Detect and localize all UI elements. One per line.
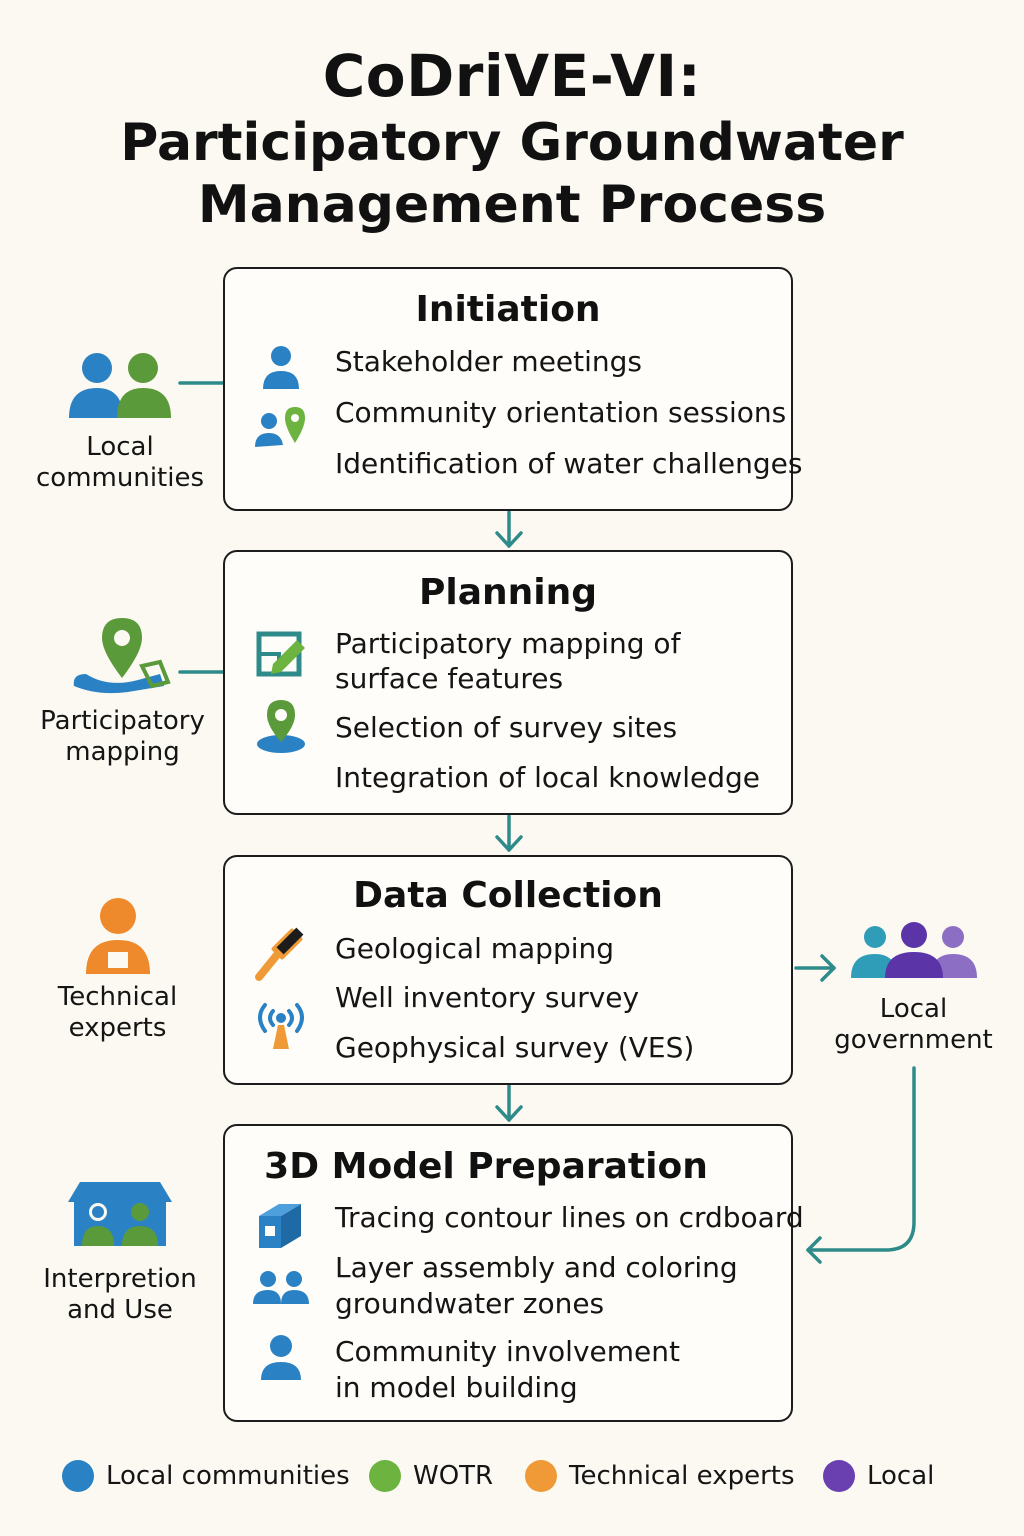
person-icon	[261, 1335, 301, 1380]
legend-item: WOTR	[369, 1460, 493, 1492]
cube-model-icon	[259, 1204, 301, 1248]
stage-item: Community involvement	[335, 1335, 680, 1368]
stage-title: 3D Model Preparation	[264, 1146, 708, 1187]
actor-label: government	[834, 1025, 993, 1055]
house-people-icon	[68, 1182, 172, 1246]
legend-item: Technical experts	[525, 1460, 795, 1492]
stage-item: Layer assembly and coloring	[335, 1251, 738, 1284]
stage-planning: Planning Participatory mapping of surfac…	[223, 550, 793, 815]
actor-label: Participatory	[40, 706, 205, 736]
title-line-2-3: Participatory Groundwater Management Pro…	[0, 112, 1024, 236]
title-line-3: Management Process	[197, 175, 827, 235]
stage-item: Geophysical survey (VES)	[335, 1031, 695, 1064]
stage-item: Tracing contour lines on crdboard	[335, 1201, 804, 1234]
stage-item: Selection of survey sites	[335, 711, 678, 744]
legend: Local communities WOTR Technical experts…	[0, 1460, 1024, 1500]
legend-dot	[62, 1460, 94, 1492]
legend-label: Local communities	[106, 1461, 350, 1491]
signal-antenna-icon	[258, 1003, 304, 1049]
stage-item: Well inventory survey	[335, 981, 640, 1014]
person-location-icon	[255, 407, 305, 447]
legend-dot	[823, 1460, 855, 1492]
actor-label: and Use	[67, 1295, 173, 1325]
map-pin-icon	[73, 618, 171, 694]
person-icon	[263, 346, 299, 389]
government-group-icon	[850, 922, 977, 978]
expert-icon	[85, 898, 150, 974]
stage-item: Participatory mapping of	[335, 627, 681, 660]
actor-label: Local	[86, 432, 154, 462]
stage-item: Geological mapping	[335, 932, 615, 965]
hammer-icon	[255, 927, 304, 981]
legend-item: Local communities	[62, 1460, 350, 1492]
people-icon	[253, 1271, 309, 1304]
legend-dot	[369, 1460, 401, 1492]
title-line-2: Participatory Groundwater	[120, 113, 904, 173]
actor-label: Local	[879, 994, 948, 1024]
actor-local-government: Local government	[826, 920, 1001, 1056]
actor-label: Interpretion	[43, 1264, 197, 1294]
stage-3d-model: 3D Model Preparation Tracing contour lin…	[223, 1124, 804, 1422]
stage-item: surface features	[335, 662, 564, 695]
stage-item: Integration of local knowledge	[335, 761, 760, 794]
legend-dot	[525, 1460, 557, 1492]
arrow-government-to-model	[806, 1066, 916, 1252]
actor-participatory-mapping: Participatory mapping	[30, 616, 215, 768]
actor-label: experts	[68, 1013, 167, 1043]
title-line-1: CoDriVE-VI:	[322, 42, 702, 110]
actor-local-communities: Local communities	[30, 348, 210, 494]
legend-item: Local	[823, 1460, 934, 1492]
actor-label: Technical	[57, 982, 178, 1012]
people-icon	[69, 353, 171, 418]
stage-initiation: Initiation Stakeholder meetings Communit…	[223, 267, 802, 511]
actor-interpretation: Interpretion and Use	[30, 1178, 210, 1326]
actor-label: communities	[36, 463, 204, 493]
stage-title: Data Collection	[353, 875, 663, 916]
location-pin-icon	[257, 700, 305, 753]
legend-label: WOTR	[413, 1461, 494, 1491]
legend-label: Technical experts	[569, 1461, 795, 1491]
stage-title: Initiation	[415, 289, 601, 330]
map-edit-icon	[256, 631, 305, 677]
legend-label: Local	[867, 1461, 935, 1491]
stage-item: groundwater zones	[335, 1287, 605, 1320]
actor-label: mapping	[65, 737, 180, 767]
stage-title: Planning	[418, 572, 597, 613]
stage-item: Community orientation sessions	[335, 396, 787, 429]
stage-item: in model building	[335, 1371, 578, 1404]
actor-technical-experts: Technical experts	[30, 896, 205, 1044]
stage-item: Identification of water challenges	[335, 447, 803, 480]
stage-data-collection: Data Collection Geological mapping Well …	[223, 855, 793, 1085]
stage-item: Stakeholder meetings	[335, 345, 643, 378]
